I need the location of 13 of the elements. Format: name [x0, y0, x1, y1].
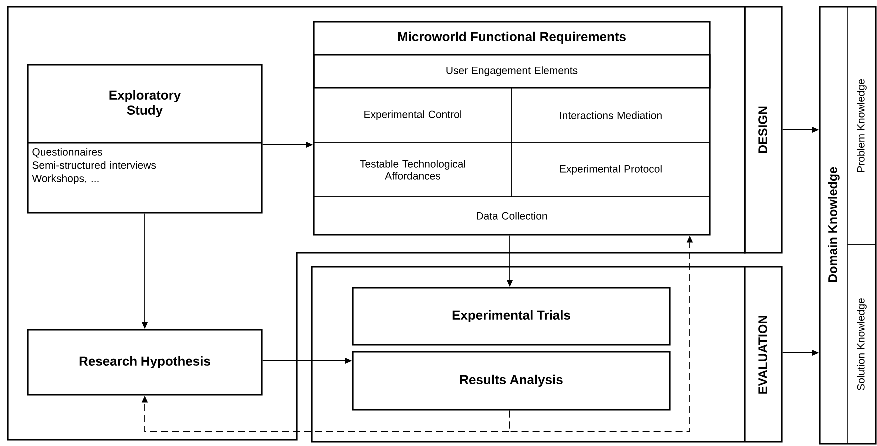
study-box: Exploratory Study Questionnaires Semi-structured interviews Workshops, ...: [27, 64, 263, 214]
process-box: Results Analysis: [352, 351, 671, 411]
requirement-cell: Testable Technological Affordances: [314, 142, 512, 198]
requirement-cell: Interactions Mediation: [512, 88, 710, 144]
requirement-cell: Experimental Protocol: [512, 142, 710, 198]
process-box: Research Hypothesis: [27, 329, 263, 396]
requirement-cell: User Engagement Elements: [313, 54, 711, 89]
requirement-cell: Experimental Control: [314, 88, 512, 144]
knowledge-section: Solution Knowledge: [848, 244, 876, 444]
process-box: Experimental Trials: [352, 287, 671, 346]
requirement-cell: Data Collection: [314, 196, 710, 236]
node-label: DESIGN: [758, 106, 768, 154]
knowledge-section: Problem Knowledge: [848, 6, 876, 246]
